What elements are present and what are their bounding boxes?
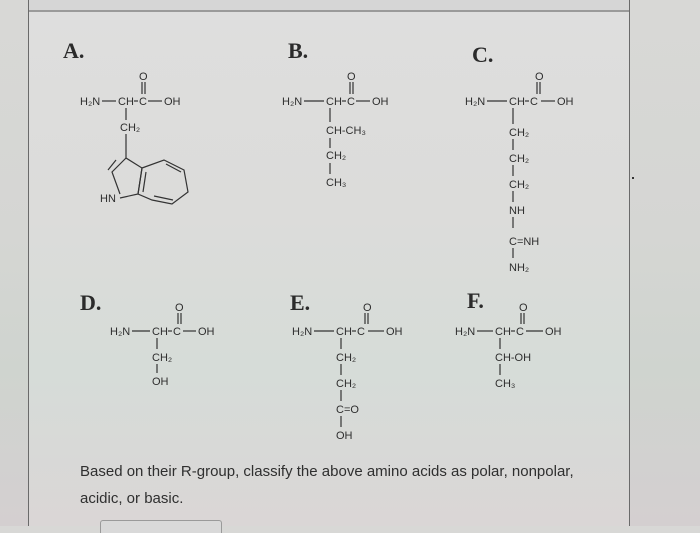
svg-text:C: C — [347, 96, 355, 108]
svg-text:CH₂: CH₂ — [509, 127, 529, 139]
svg-text:H₂N: H₂N — [110, 326, 130, 338]
svg-text:CH-CH₃: CH-CH₃ — [326, 125, 366, 137]
svg-text:O: O — [175, 302, 184, 314]
svg-text:C=NH: C=NH — [509, 236, 539, 248]
answer-input[interactable] — [100, 520, 222, 533]
svg-text:O: O — [519, 302, 528, 314]
svg-text:OH: OH — [386, 326, 403, 338]
molecule-b: H₂N CH C O OH CH-CH₃ CH₂ CH₃ — [282, 71, 389, 189]
svg-text:NH₂: NH₂ — [509, 262, 529, 274]
question-page — [28, 0, 630, 526]
svg-text:O: O — [347, 71, 356, 83]
svg-text:OH: OH — [336, 430, 353, 442]
label-c: C. — [472, 42, 494, 67]
svg-text:CH: CH — [152, 326, 168, 338]
svg-text:CH₂: CH₂ — [152, 352, 172, 364]
svg-text:OH: OH — [164, 96, 181, 108]
question-text: Based on their R-group, classify the abo… — [80, 463, 574, 507]
svg-text:OH: OH — [152, 376, 169, 388]
svg-text:H₂N: H₂N — [465, 96, 485, 108]
svg-text:CH: CH — [336, 326, 352, 338]
svg-text:OH: OH — [372, 96, 389, 108]
svg-text:H₂N: H₂N — [455, 326, 475, 338]
svg-text:CH₂: CH₂ — [336, 352, 356, 364]
svg-text:C: C — [139, 96, 147, 108]
svg-text:O: O — [363, 302, 372, 314]
svg-text:C: C — [530, 96, 538, 108]
svg-text:CH₂: CH₂ — [336, 378, 356, 390]
svg-text:O: O — [139, 71, 148, 83]
molecule-a: H₂N CH C O OH CH₂ HN — [80, 71, 189, 205]
svg-text:OH: OH — [545, 326, 562, 338]
molecule-c: H₂N CH C O OH CH₂ CH₂ CH₂ NH C=NH NH₂ — [465, 71, 574, 274]
svg-text:CH₃: CH₃ — [326, 177, 346, 189]
svg-text:H₂N: H₂N — [292, 326, 312, 338]
molecule-f: H₂N CH C O OH CH-OH CH₃ — [455, 302, 562, 390]
svg-text:O: O — [535, 71, 544, 83]
svg-text:CH-OH: CH-OH — [495, 352, 531, 364]
svg-text:OH: OH — [557, 96, 574, 108]
svg-text:CH₂: CH₂ — [120, 122, 140, 134]
svg-text:CH₂: CH₂ — [509, 179, 529, 191]
svg-text:CH: CH — [509, 96, 525, 108]
svg-text:CH₂: CH₂ — [326, 150, 346, 162]
svg-text:C: C — [357, 326, 365, 338]
screen-speck — [632, 177, 634, 179]
svg-text:C=O: C=O — [336, 404, 359, 416]
label-b: B. — [288, 38, 309, 63]
svg-text:CH₃: CH₃ — [495, 378, 515, 390]
svg-text:NH: NH — [509, 205, 525, 217]
label-d: D. — [80, 290, 102, 315]
svg-text:CH: CH — [326, 96, 342, 108]
molecule-e: H₂N CH C O OH CH₂ CH₂ C=O OH — [292, 302, 403, 442]
svg-text:HN: HN — [100, 193, 116, 205]
svg-text:CH: CH — [118, 96, 134, 108]
label-e: E. — [290, 290, 311, 315]
svg-text:OH: OH — [198, 326, 215, 338]
molecule-d: H₂N CH C O OH CH₂ OH — [110, 302, 215, 388]
page-top-border — [29, 0, 629, 12]
svg-text:CH: CH — [495, 326, 511, 338]
svg-text:H₂N: H₂N — [282, 96, 302, 108]
amine-text: H₂N — [80, 96, 100, 108]
svg-text:CH₂: CH₂ — [509, 153, 529, 165]
label-a: A. — [63, 38, 85, 63]
svg-text:C: C — [516, 326, 524, 338]
label-f: F. — [467, 288, 484, 313]
svg-text:C: C — [173, 326, 181, 338]
